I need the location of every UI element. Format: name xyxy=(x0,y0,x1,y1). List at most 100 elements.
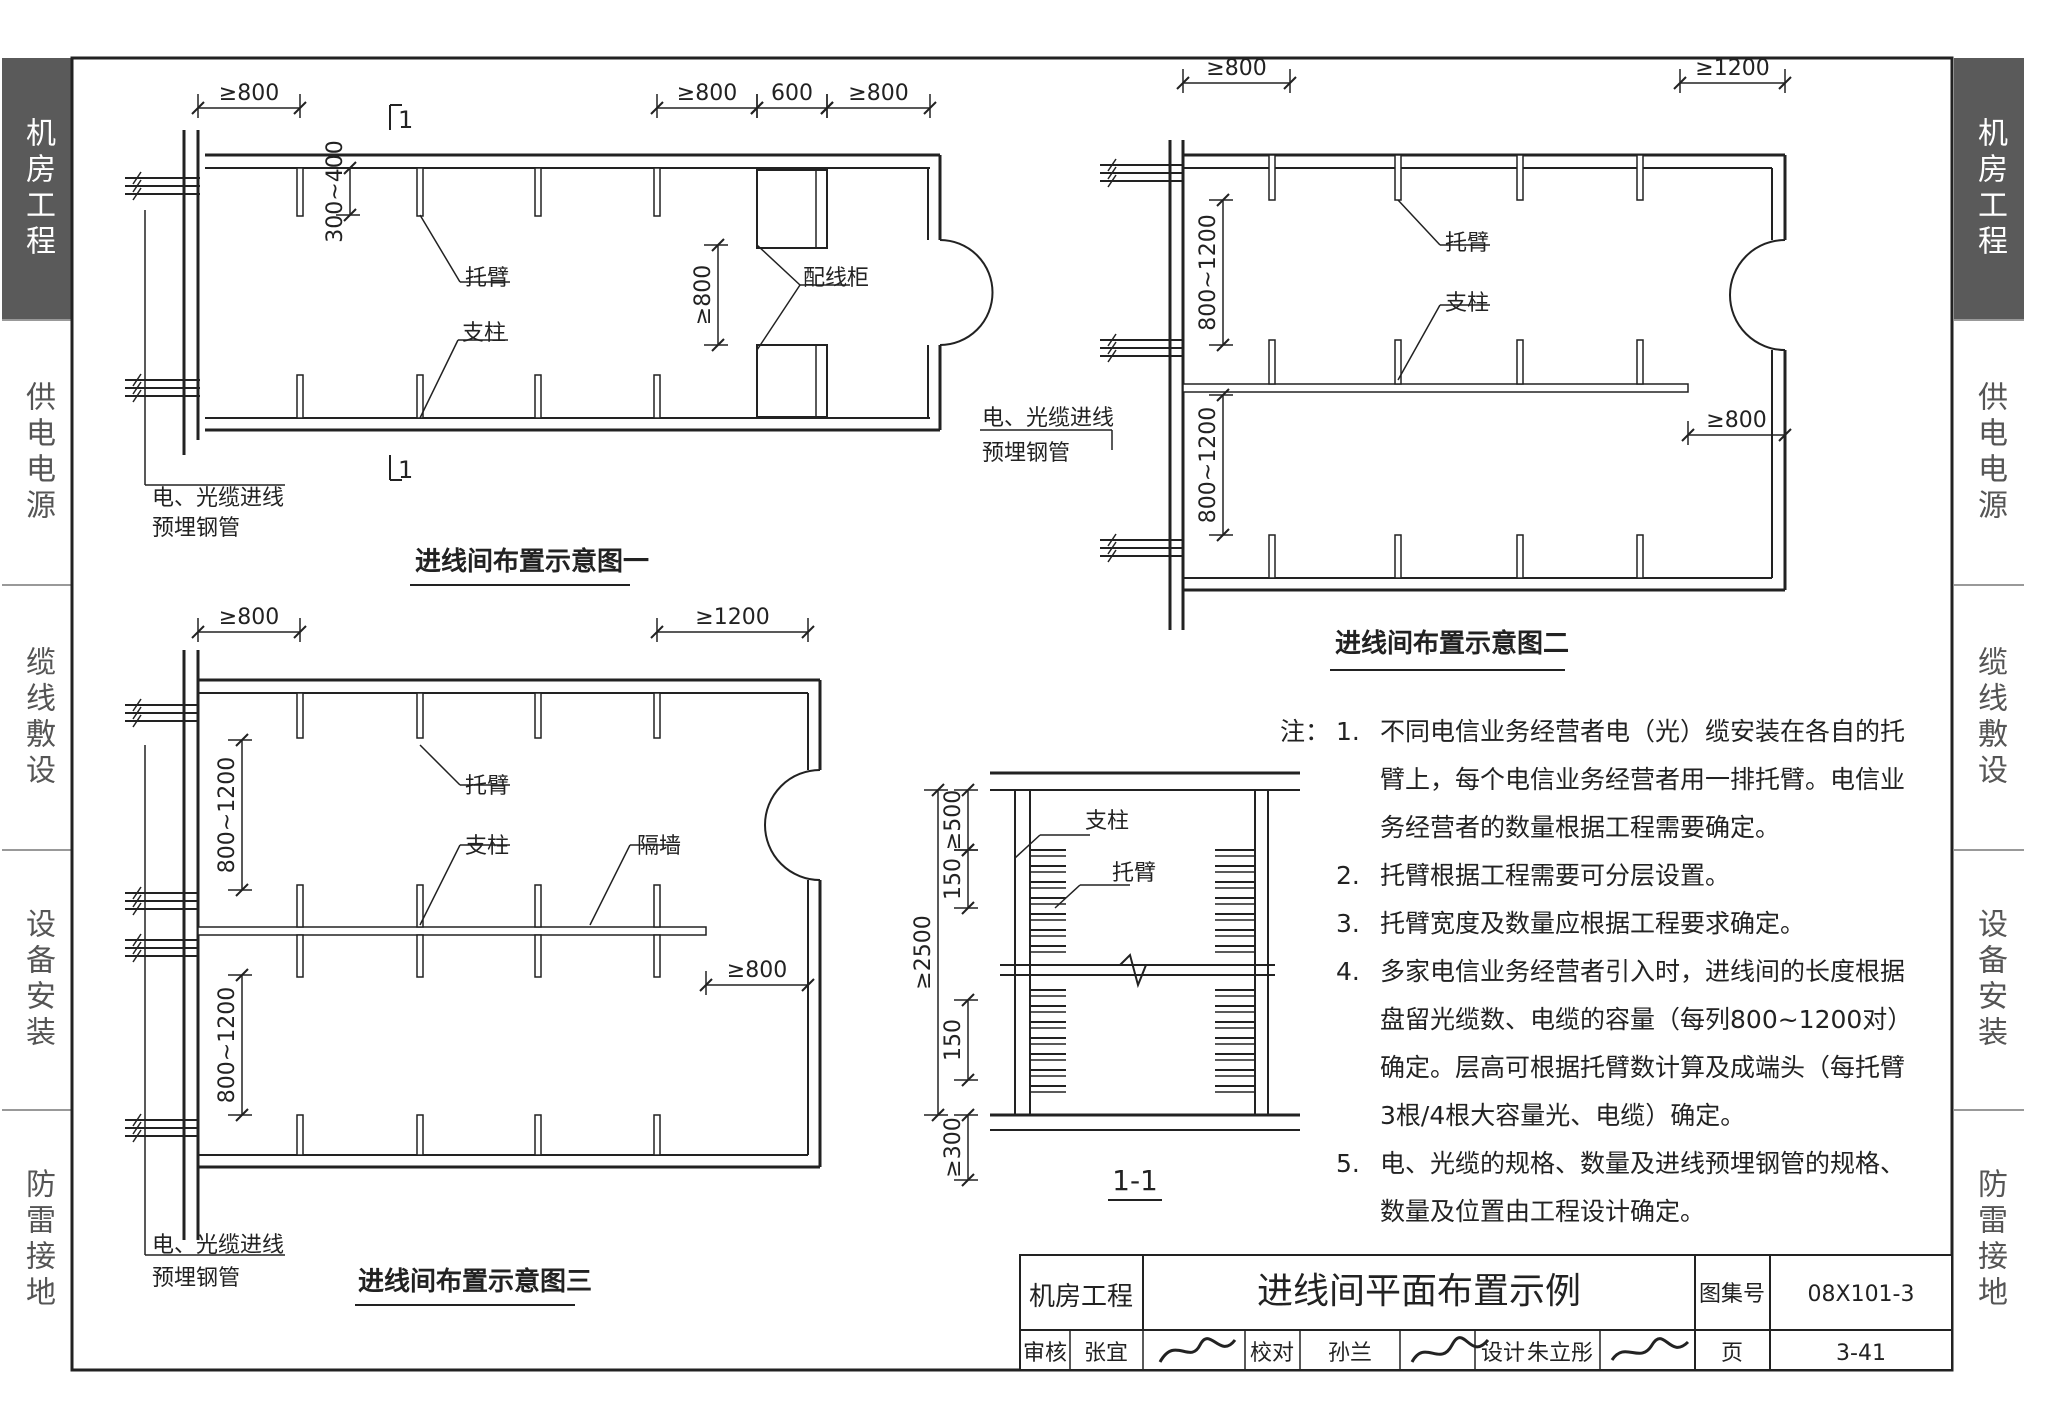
pipe-break-mark xyxy=(1107,341,1117,355)
leader-line xyxy=(1054,884,1081,909)
leader-line xyxy=(1397,304,1441,381)
pipe-break-mark xyxy=(1107,333,1117,347)
right-tab-2[interactable]: 供电电源 xyxy=(1954,320,2024,585)
page-number: 3-41 xyxy=(1836,1341,1886,1366)
notes-block: 注： 1.不同电信业务经营者电（光）缆安装在各自的托臂上，每个电信业务经营者用一… xyxy=(1280,708,1920,1236)
support-post xyxy=(1516,339,1524,385)
left-tab-divider xyxy=(2,319,72,321)
dimension-tick xyxy=(235,968,249,982)
right-tab-label: 设备安装 xyxy=(1972,908,2007,1052)
pipe-break-mark xyxy=(132,941,142,955)
dimension-tick xyxy=(293,101,307,115)
dimension-tick xyxy=(801,978,815,992)
pipe-break-mark xyxy=(1107,166,1117,180)
dimension-tick xyxy=(961,1173,975,1187)
dimension-tick xyxy=(650,101,664,115)
pipe-break-mark xyxy=(1107,349,1117,363)
dimension-label: 150 xyxy=(941,858,966,900)
support-post xyxy=(416,167,424,217)
note-item: 4. 多家电信业务经营者引入时，进线间的长度根据盘留光缆数、电缆的容量（每列800… xyxy=(1336,948,1920,1140)
dimension-label: ≥800 xyxy=(691,265,716,325)
support-post xyxy=(1636,534,1644,579)
support-post xyxy=(534,934,542,978)
review-label: 审核 xyxy=(1023,1341,1067,1366)
door-swing-arc xyxy=(764,824,821,881)
right-tab-label: 机房工程 xyxy=(1972,117,2007,261)
callout-label: 预埋钢管 xyxy=(152,516,240,541)
left-tab-4[interactable]: 设备安装 xyxy=(2,850,72,1110)
leader-line xyxy=(419,339,459,419)
note-number: 3. xyxy=(1336,909,1360,938)
left-tab-divider xyxy=(2,849,72,851)
left-tab-2[interactable]: 供电电源 xyxy=(2,320,72,585)
dimension-tick xyxy=(235,883,249,897)
support-post xyxy=(1268,154,1276,201)
pipe-break-mark xyxy=(132,886,142,900)
right-tab-3[interactable]: 缆线敷设 xyxy=(1954,585,2024,850)
dimension-label: ≥800 xyxy=(1706,408,1766,433)
callout-label: 电、光缆进线 xyxy=(152,486,284,511)
left-tab-divider xyxy=(2,1109,72,1111)
pipe-break-mark xyxy=(1107,533,1117,547)
support-post xyxy=(1516,534,1524,579)
right-tab-divider xyxy=(1954,849,2024,851)
break-mark xyxy=(1119,953,1147,989)
pipe-break-mark xyxy=(132,171,142,185)
note-text: 电、光缆的规格、数量及进线预埋钢管的规格、数量及位置由工程设计确定。 xyxy=(1380,1149,1906,1226)
pipe-break-mark xyxy=(132,187,142,201)
right-tab-label: 缆线敷设 xyxy=(1972,645,2007,790)
right-tab-1[interactable]: 机房工程 xyxy=(1954,58,2024,320)
dimension-label: ≥500 xyxy=(941,790,966,850)
support-post xyxy=(653,692,661,739)
pipe-break-mark xyxy=(132,381,142,395)
dimension-tick xyxy=(293,625,307,639)
support-post xyxy=(1268,534,1276,579)
design-label: 设计 xyxy=(1481,1341,1525,1366)
page-label: 页 xyxy=(1721,1341,1743,1366)
diagram-caption: 进线间布置示意图三 xyxy=(358,1266,592,1297)
signature-review xyxy=(1158,1337,1237,1363)
callout-label: 电、光缆进线 xyxy=(982,406,1114,431)
section-caption: 1-1 xyxy=(1112,1164,1158,1197)
pipe-break-mark xyxy=(132,706,142,720)
dimension-tick xyxy=(191,101,205,115)
callout-label: 支柱 xyxy=(462,321,506,346)
right-tab-5[interactable]: 防雷接地 xyxy=(1954,1110,2024,1370)
note-number: 2. xyxy=(1336,861,1360,890)
diagram-caption: 进线间布置示意图一 xyxy=(415,546,649,577)
dimension-tick xyxy=(191,625,205,639)
right-tab-divider xyxy=(1954,584,2024,586)
dimension-tick xyxy=(931,1108,945,1122)
pipe-break-mark xyxy=(132,949,142,963)
left-tab-1[interactable]: 机房工程 xyxy=(2,58,72,320)
dimension-tick xyxy=(750,101,764,115)
dimension-tick xyxy=(1778,428,1792,442)
left-tab-label: 防雷接地 xyxy=(20,1168,55,1312)
section-mark-label: 1 xyxy=(398,106,413,134)
pipe-break-mark xyxy=(132,933,142,947)
callout-label: 托臂 xyxy=(1445,231,1489,256)
leader-line xyxy=(756,284,801,351)
right-tab-label: 供电电源 xyxy=(1972,380,2007,525)
dimension-tick xyxy=(961,993,975,1007)
callout-label: 预埋钢管 xyxy=(982,441,1070,466)
support-post xyxy=(534,692,542,739)
support-post xyxy=(296,692,304,739)
dimension-tick xyxy=(1673,76,1687,90)
dimension-tick xyxy=(801,625,815,639)
pipe-break-mark xyxy=(132,698,142,712)
dimension-tick xyxy=(1681,428,1695,442)
leader-line xyxy=(756,244,801,286)
note-text: 多家电信业务经营者引入时，进线间的长度根据盘留光缆数、电缆的容量（每列800~1… xyxy=(1380,957,1913,1130)
dimension-label: 800~1200 xyxy=(215,987,240,1103)
left-tab-3[interactable]: 缆线敷设 xyxy=(2,585,72,850)
right-tab-4[interactable]: 设备安装 xyxy=(1954,850,2024,1110)
note-text: 托臂根据工程需要可分层设置。 xyxy=(1380,861,1731,890)
dimension-tick xyxy=(1216,528,1230,542)
leader-line xyxy=(1397,199,1441,246)
note-number: 4. xyxy=(1336,957,1360,986)
pipe-break-mark xyxy=(132,714,142,728)
left-tab-5[interactable]: 防雷接地 xyxy=(2,1110,72,1370)
support-post xyxy=(296,1114,304,1156)
dimension-label: ≥300 xyxy=(941,1117,966,1177)
